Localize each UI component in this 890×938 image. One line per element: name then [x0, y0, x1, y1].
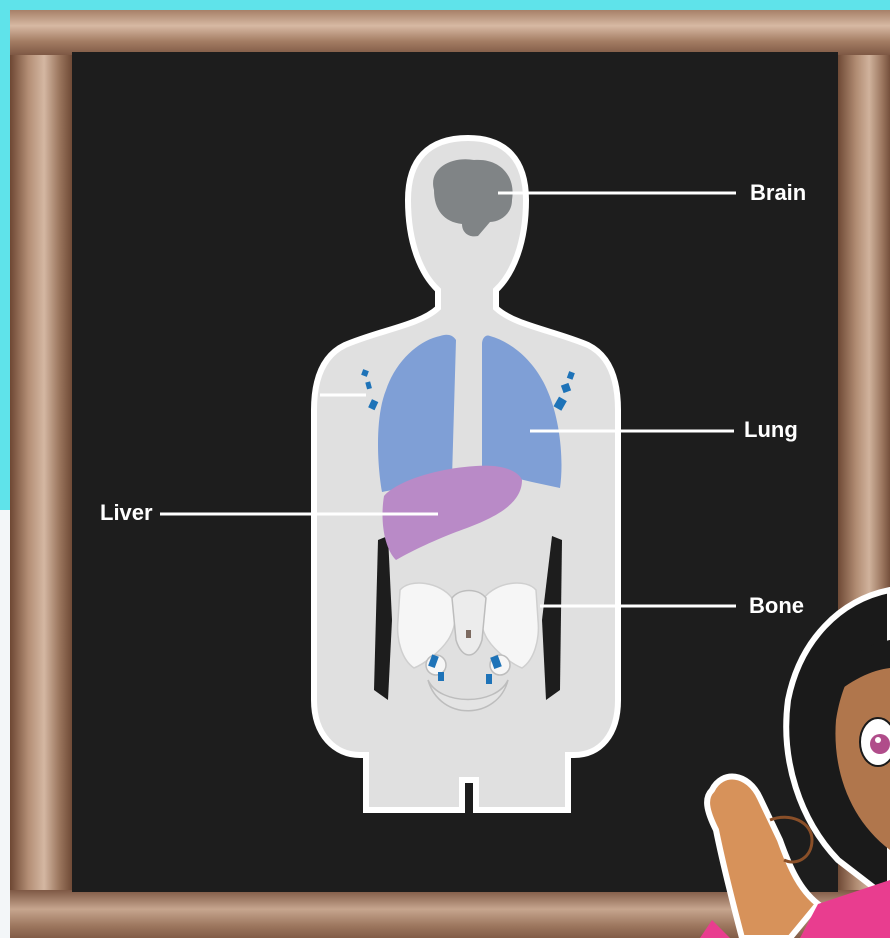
liver-label: Liver — [100, 501, 153, 525]
lung-label: Lung — [744, 418, 798, 442]
bone-label: Bone — [749, 594, 804, 618]
brain-label: Brain — [750, 181, 806, 205]
cartoon-girl-illustration — [700, 590, 890, 938]
